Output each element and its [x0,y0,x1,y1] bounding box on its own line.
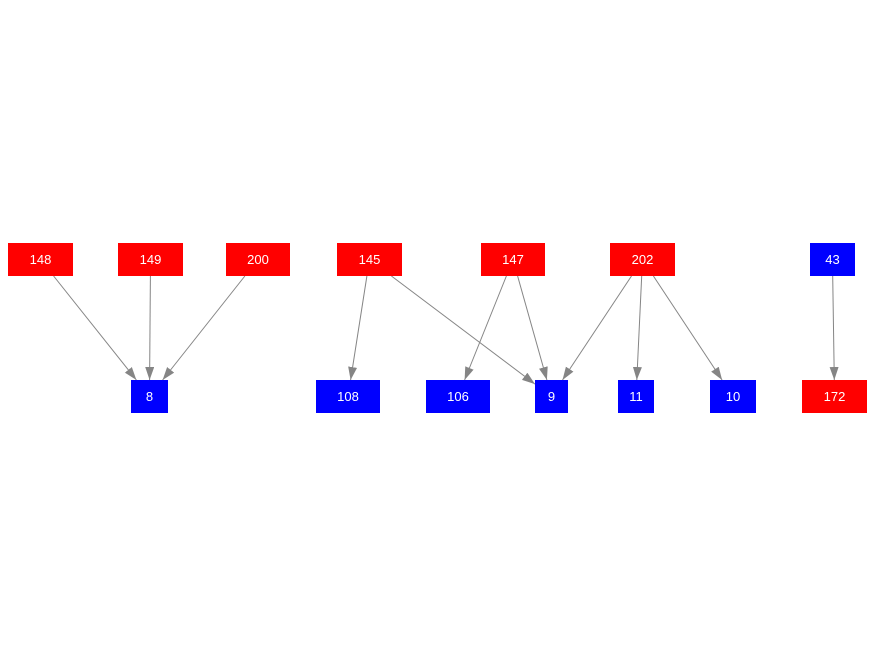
node-148: 148 [8,243,73,276]
node-label: 8 [145,389,154,404]
node-106: 106 [426,380,490,413]
node-145: 145 [337,243,402,276]
edge-202-to-10 [652,275,723,381]
node-11: 11 [618,380,654,413]
edge-147-to-9 [517,275,548,381]
edge-43-to-172 [829,275,839,381]
edge-202-to-9 [562,275,632,381]
node-label: 202 [631,252,654,267]
edge-145-to-108 [348,275,368,381]
node-label: 172 [823,389,846,404]
node-43: 43 [810,243,855,276]
edge-group [53,275,839,385]
edge-145-to-9 [391,275,536,385]
node-label: 200 [247,252,269,267]
node-label: 106 [447,389,469,404]
node-147: 147 [481,243,545,276]
node-label: 10 [725,389,741,404]
node-8: 8 [131,380,168,413]
edge-147-to-106 [464,275,507,381]
node-label: 147 [502,252,524,267]
node-label: 43 [825,252,840,267]
node-9: 9 [535,380,568,413]
edge-202-to-11 [632,275,643,381]
node-172: 172 [802,380,867,413]
node-label: 9 [547,389,556,404]
node-200: 200 [226,243,290,276]
node-label: 108 [337,389,359,404]
node-10: 10 [710,380,756,413]
node-label: 145 [358,252,381,267]
node-label: 149 [139,252,162,267]
edge-200-to-8 [162,275,246,381]
node-108: 108 [316,380,380,413]
edge-148-to-8 [53,275,137,381]
node-202: 202 [610,243,675,276]
node-label: 11 [629,389,643,404]
node-label: 148 [29,252,52,267]
edge-149-to-8 [145,275,155,381]
node-149: 149 [118,243,183,276]
